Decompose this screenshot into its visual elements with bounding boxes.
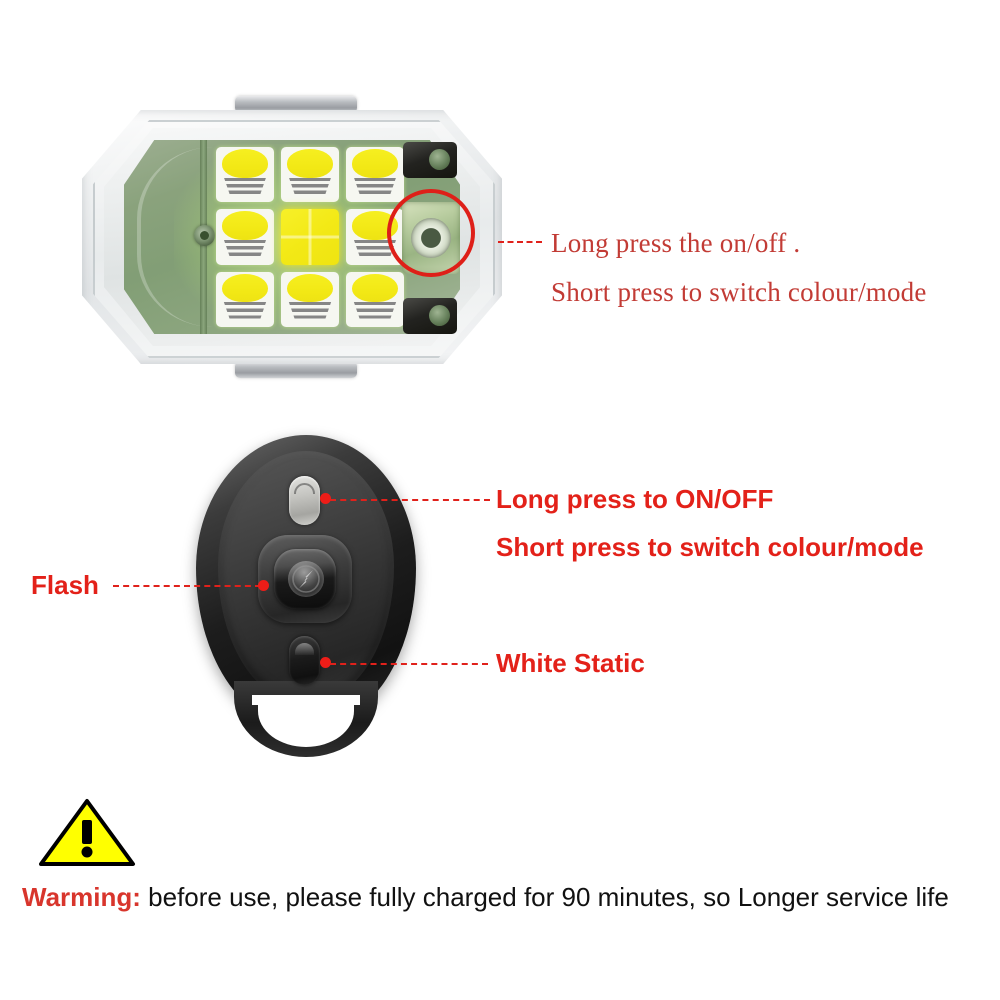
leader-line-remote-bottom <box>330 663 488 665</box>
led-chip <box>216 147 274 203</box>
remote-bottom-button[interactable] <box>289 636 320 685</box>
led-chip <box>346 271 404 327</box>
remote-top-label-line1: Long press to ON/OFF <box>496 484 774 514</box>
lens-bevel <box>137 147 327 327</box>
led-light-module <box>82 92 502 382</box>
remote-center-button[interactable] <box>274 549 336 609</box>
warning-triangle-icon <box>38 798 136 868</box>
onoff-highlight-circle <box>387 189 475 277</box>
leader-line-remote-top <box>330 499 490 501</box>
led-onoff-label-line2: Short press to switch colour/mode <box>551 277 927 307</box>
led-chip-center <box>281 209 339 265</box>
remote-bottom-label: White Static <box>496 648 645 678</box>
warning-label: Warming: <box>22 882 141 912</box>
leader-line-led-onoff <box>498 241 542 243</box>
remote-control <box>196 435 416 765</box>
leader-dot-remote-center <box>258 580 269 591</box>
led-chip <box>281 271 339 327</box>
battery-clip-terminal-top <box>403 142 457 178</box>
led-onoff-label-line1: Long press the on/off . <box>551 228 801 258</box>
battery-clip-terminal-bottom <box>403 298 457 334</box>
led-chip <box>216 209 274 265</box>
led-chip <box>216 271 274 327</box>
mount-tab-bottom-icon <box>235 361 357 378</box>
leader-line-remote-center <box>113 585 261 587</box>
mount-tab-top-icon <box>235 96 357 113</box>
pcb-screw-icon <box>194 225 215 246</box>
warning-text-row: Warming: before use, please fully charge… <box>22 882 949 913</box>
lightning-bolt-icon <box>288 561 324 597</box>
remote-top-label-line2: Short press to switch colour/mode <box>496 532 924 562</box>
leader-dot-remote-top <box>320 493 331 504</box>
led-chip <box>281 147 339 203</box>
leader-dot-remote-bottom <box>320 657 331 668</box>
led-chip-grid <box>216 147 404 327</box>
remote-top-button[interactable] <box>289 476 320 525</box>
led-chip <box>346 147 404 203</box>
warning-body-text: before use, please fully charged for 90 … <box>140 882 949 912</box>
remote-center-label: Flash <box>31 570 99 600</box>
